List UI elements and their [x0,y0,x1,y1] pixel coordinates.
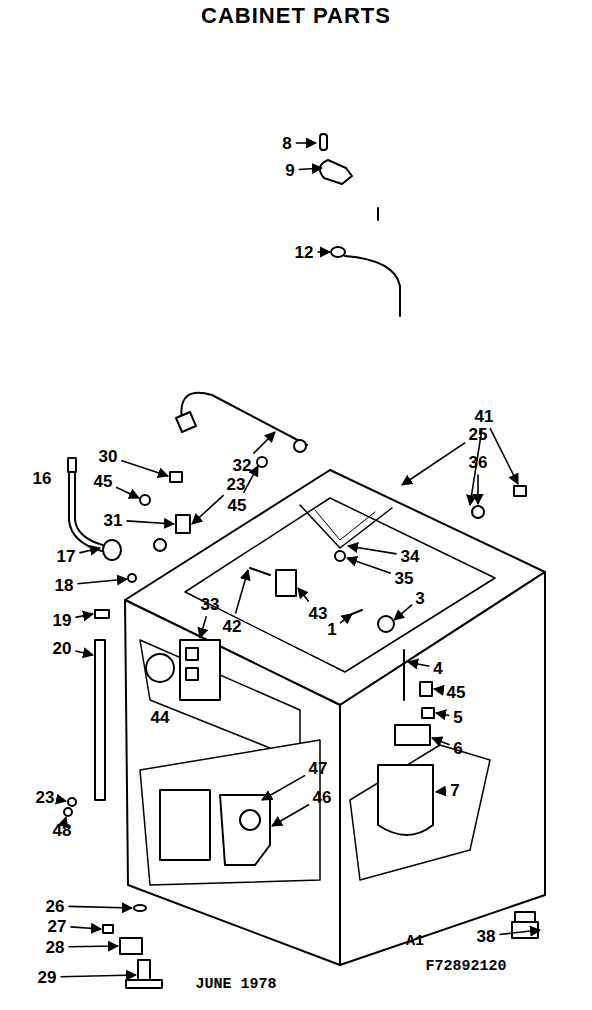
leader-line [432,738,450,745]
callout-number: 23 [36,789,55,806]
leader-line [68,945,118,947]
leader-line [65,816,67,818]
leader-line [434,689,443,690]
callout-number: 41 [475,408,494,425]
leader-line [340,614,352,623]
callout-number: 38 [477,928,496,945]
callout-number: 47 [309,760,328,777]
callout-number: 48 [53,822,72,839]
leader-line [436,791,446,792]
leader-line [477,475,479,505]
leader-line [200,616,206,638]
leader-line [192,495,224,524]
leader-line [253,432,275,454]
leader-line [75,614,93,617]
leader-line [75,651,93,655]
callout-number: 19 [53,612,72,629]
callout-number: 34 [401,548,420,565]
callout-number: 25 [469,426,488,443]
callout-number: 44 [151,709,170,726]
callout-number: 43 [309,605,328,622]
callout-number: 31 [104,512,123,529]
callout-number: 46 [313,789,332,806]
leader-line [68,906,132,908]
leader-line [60,975,136,977]
leader-line [298,588,309,601]
callout-number: 8 [282,135,291,152]
leader-line [317,251,330,253]
leader-line [348,546,397,554]
callout-number: 45 [94,473,113,490]
callout-number: 6 [453,740,462,757]
callout-number: 26 [46,898,65,915]
drawing-code: F72892120 [425,959,506,974]
leader-line [296,142,316,144]
callout-number: 20 [53,640,72,657]
leader-line [262,775,305,800]
leader-line [299,168,322,169]
callout-number: 3 [415,590,424,607]
leader-line [236,570,248,614]
callout-number: 17 [57,548,76,565]
callout-number: 42 [223,618,242,635]
callout-number: 4 [433,660,442,677]
callout-number: 9 [285,162,294,179]
callout-number: 5 [453,709,462,726]
leader-line [70,927,101,929]
callout-number: 30 [99,448,118,465]
callout-number: 35 [395,570,414,587]
leader-line [116,487,139,498]
leader-line [408,662,429,666]
leader-line [490,428,518,484]
leader-line [272,804,309,826]
callout-number: 33 [201,596,220,613]
callout-number: 45 [447,684,466,701]
callout-number: 7 [450,782,459,799]
callout-number: 28 [46,939,65,956]
drawing-code: A1 [406,934,424,949]
callout-number: 16 [33,470,52,487]
leader-line [347,558,391,573]
callout-number: 1 [327,621,336,638]
leader-line [58,800,66,801]
callout-number: 27 [48,918,67,935]
callout-number: 36 [469,454,488,471]
callout-number: 29 [38,969,57,986]
leader-line [394,605,412,620]
leader-line [499,930,540,935]
callout-number: 32 [233,457,252,474]
drawing-code: JUNE 1978 [195,977,276,992]
leader-line [402,443,465,485]
callout-number: 23 [227,476,246,493]
leader-line [79,548,100,553]
leader-line [126,521,174,524]
cord-clamp [320,134,400,316]
leader-line [436,713,449,715]
callout-number: 12 [295,244,314,261]
callout-number: 18 [55,577,74,594]
leader-line [121,460,168,476]
title: CABINET PARTS [201,5,391,27]
cabinet [125,470,545,965]
leader-line [77,579,127,584]
callout-number: 45 [228,497,247,514]
